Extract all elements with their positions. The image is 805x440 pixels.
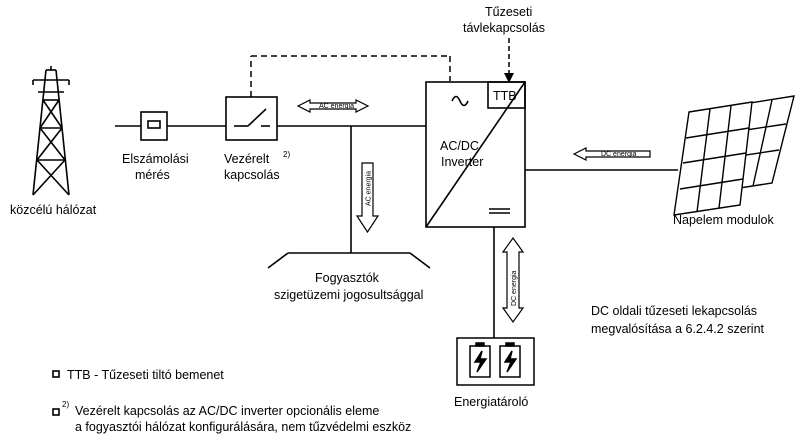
legend-item-2-line2: a fogyasztói hálózat konfigurálására, ne… bbox=[75, 420, 411, 434]
public-grid-label: közcélú hálózat bbox=[10, 203, 97, 217]
inverter-label-line1: AC/DC bbox=[440, 139, 479, 153]
legend-item-1: TTB - Tűzeseti tiltó bemenet bbox=[67, 368, 224, 382]
ac-energy-vertical-label: AC energia bbox=[366, 171, 373, 206]
legend-item-2-mark: 2) bbox=[62, 400, 69, 409]
metering-box bbox=[140, 111, 168, 141]
controlled-switch-label-line1: Vezérelt bbox=[224, 152, 270, 166]
dc-energy-label: DC energia bbox=[601, 151, 637, 158]
legend-item-2-line1: Vezérelt kapcsolás az AC/DC inverter opc… bbox=[75, 404, 379, 418]
consumers-label-line2: szigetüzemi jogosultsággal bbox=[274, 288, 423, 302]
pv-module-icon bbox=[673, 95, 795, 216]
inverter-label-line2: Inverter bbox=[441, 155, 483, 169]
metering-label-line1: Elszámolási bbox=[122, 152, 189, 166]
controlled-switch-footnote: 2) bbox=[283, 150, 290, 159]
battery-storage-icon bbox=[456, 337, 535, 386]
transmission-tower-icon bbox=[32, 66, 70, 196]
controlled-switch-box bbox=[225, 96, 278, 141]
control-dashed-line bbox=[250, 55, 451, 97]
fire-remote-arrowhead bbox=[504, 73, 514, 83]
inverter-box bbox=[425, 81, 526, 228]
fire-remote-label-line2: távlekapcsolás bbox=[463, 21, 545, 35]
ac-energy-arrow bbox=[296, 99, 370, 113]
dc-energy-vertical-label: DC energia bbox=[511, 270, 518, 306]
dc-energy-arrow bbox=[572, 147, 651, 161]
pv-modules-label: Napelem modulok bbox=[673, 213, 774, 227]
legend-bullet-2 bbox=[52, 408, 60, 416]
ac-energy-label: AC energia bbox=[319, 103, 354, 110]
consumers-label-line1: Fogyasztók bbox=[315, 271, 380, 285]
consumer-branch-line bbox=[267, 126, 431, 269]
storage-label: Energiatároló bbox=[454, 395, 528, 409]
fire-remote-label-line1: Tűzeseti bbox=[485, 5, 532, 19]
ac-energy-down-arrow bbox=[355, 162, 380, 234]
dc-energy-vertical-arrow bbox=[501, 236, 525, 324]
dc-fire-note-line2: megvalósítása a 6.2.4.2 szerint bbox=[591, 322, 765, 336]
controlled-switch-label-line2: kapcsolás bbox=[224, 168, 280, 182]
ttb-label: TTB bbox=[493, 89, 517, 103]
legend: TTB - Tűzeseti tiltó bemenet 2) Vezérelt… bbox=[52, 368, 411, 434]
legend-bullet-1 bbox=[52, 370, 60, 378]
dc-fire-note-line1: DC oldali tűzeseti lekapcsolás bbox=[591, 304, 757, 318]
metering-label-line2: mérés bbox=[135, 168, 170, 182]
